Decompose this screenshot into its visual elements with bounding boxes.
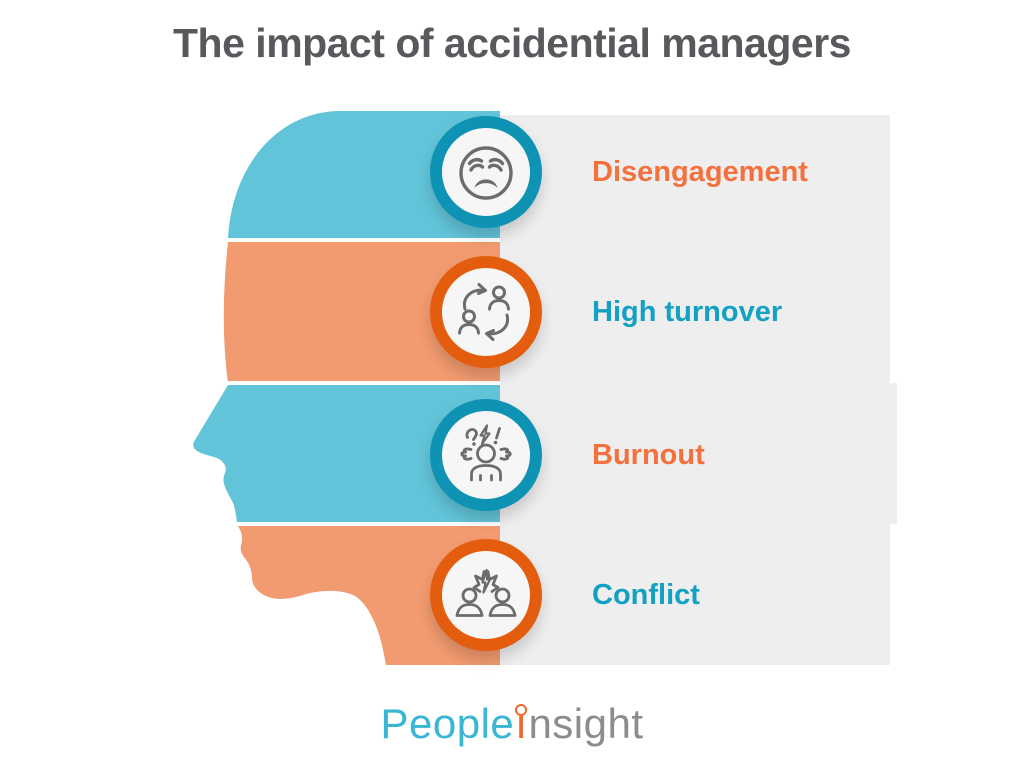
distressed-face-icon — [459, 146, 513, 200]
badge-conflict — [430, 539, 542, 651]
badge-burnout — [430, 399, 542, 511]
burnout-stressed-person-icon — [460, 424, 512, 482]
row-label-burnout: Burnout — [592, 439, 705, 471]
logo-i-ring-dot-icon — [515, 704, 528, 716]
panel-row-burnout — [500, 383, 897, 524]
logo-nsight-text: nsight — [528, 700, 644, 747]
turnover-cycle-icon — [458, 283, 510, 341]
logo-i-letter: ı — [514, 700, 528, 748]
conflict-clash-icon — [455, 568, 517, 617]
row-label-high-turnover: High turnover — [592, 296, 783, 328]
badge-disengagement — [430, 116, 542, 228]
panel-row-high-turnover — [500, 240, 890, 383]
logo-i-stem: ı — [515, 700, 528, 747]
page-title: The impact of accidential managers — [173, 20, 851, 66]
panel-row-conflict — [500, 524, 890, 665]
logo-people-text: People — [380, 700, 515, 747]
panel-row-disengagement — [500, 115, 890, 240]
badge-high-turnover — [430, 256, 542, 368]
row-label-conflict: Conflict — [592, 579, 700, 611]
row-label-disengagement: Disengagement — [592, 156, 808, 188]
